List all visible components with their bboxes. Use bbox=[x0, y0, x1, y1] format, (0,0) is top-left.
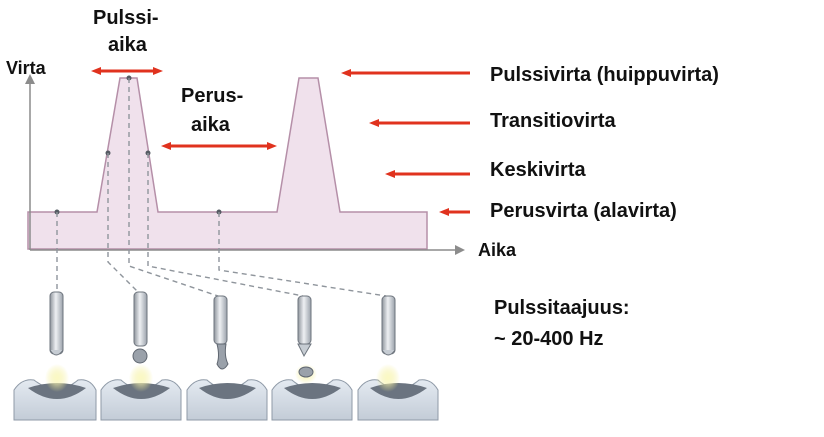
base-current-label: Perusvirta (alavirta) bbox=[490, 200, 677, 222]
pulse-time-label-line1: Pulssi- bbox=[93, 7, 159, 29]
base-time-label-line2: aika bbox=[191, 114, 231, 136]
electrode-1 bbox=[49, 291, 64, 356]
x-axis-label: Aika bbox=[478, 240, 517, 260]
pulse-time-label-line2: aika bbox=[108, 34, 148, 56]
weld-plate-5 bbox=[357, 364, 439, 421]
weld-plate-2 bbox=[100, 364, 182, 421]
electrode-4 bbox=[297, 295, 314, 378]
average-current-label: Keskivirta bbox=[490, 159, 586, 181]
electrode-5 bbox=[381, 295, 396, 356]
x-axis-arrow-icon bbox=[455, 245, 465, 255]
pulse-waveform bbox=[27, 77, 428, 250]
electrodes bbox=[49, 291, 396, 378]
electrode-2 bbox=[132, 291, 148, 364]
electrode-3 bbox=[213, 295, 229, 370]
y-axis-label: Virta bbox=[6, 58, 47, 78]
droplet-detached bbox=[298, 366, 314, 378]
weld-plate-1 bbox=[13, 364, 97, 421]
base-time-label-line1: Perus- bbox=[181, 85, 243, 107]
peak-current-label: Pulssivirta (huippuvirta) bbox=[490, 64, 719, 86]
weld-plate-4 bbox=[271, 364, 353, 421]
weld-plate-3 bbox=[186, 379, 268, 421]
transition-current-label: Transitiovirta bbox=[490, 110, 616, 132]
droplet-forming bbox=[132, 348, 148, 364]
weld-plates bbox=[13, 364, 439, 421]
y-axis-arrow-icon bbox=[25, 74, 35, 84]
frequency-label-line2: ~ 20-400 Hz bbox=[494, 328, 604, 350]
frequency-label-line1: Pulssitaajuus: bbox=[494, 297, 630, 319]
connector-lines bbox=[56, 78, 387, 297]
